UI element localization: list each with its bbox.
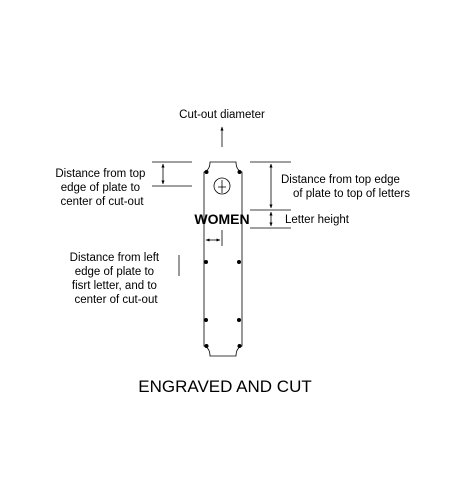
plate-sign-text: WOMEN: [194, 211, 249, 227]
label-dist-left: Distance from left edge of plate to fisr…: [70, 252, 163, 306]
screw-hole-icon: [204, 344, 209, 348]
screw-hole-icon: [237, 344, 242, 348]
screw-hole-icon: [204, 260, 208, 264]
screw-hole-icon: [204, 170, 209, 174]
cutout-lock-icon: [213, 177, 231, 195]
label-dist-top-cutout: Distance from top edge of plate to cente…: [55, 168, 148, 208]
label-cutout-diameter: Cut-out diameter: [179, 109, 265, 121]
label-letter-height: Letter height: [285, 214, 350, 226]
screw-hole-icon: [237, 260, 241, 264]
screw-hole-icon: [237, 318, 241, 322]
plate-outline: [203, 161, 243, 357]
diagram-caption: ENGRAVED AND CUT: [138, 377, 312, 396]
label-dist-top-letters: Distance from top edge of plate to top o…: [281, 174, 410, 200]
screw-hole-icon: [204, 318, 208, 322]
screw-hole-icon: [237, 170, 242, 174]
